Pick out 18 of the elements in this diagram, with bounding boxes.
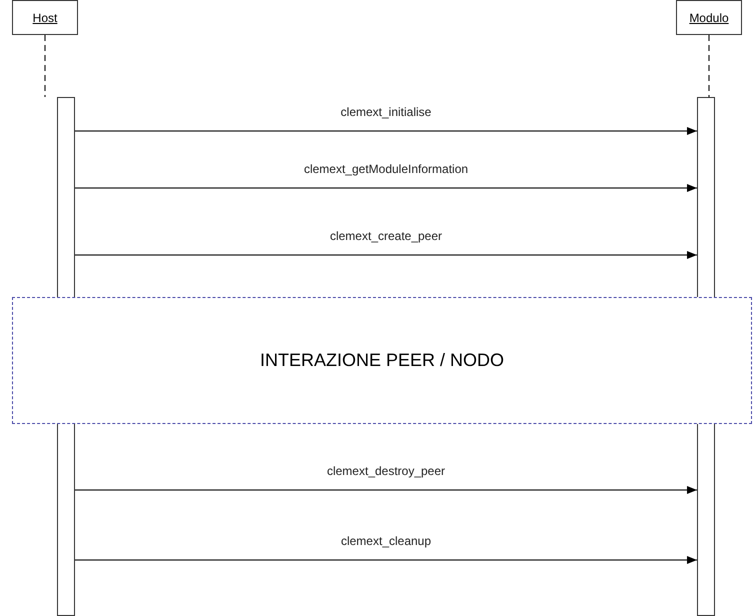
message-arrow <box>74 556 698 564</box>
message-arrow <box>74 251 698 259</box>
participant-box <box>676 0 742 35</box>
message-label: clemext_create_peer <box>328 229 444 243</box>
message-label: clemext_getModuleInformation <box>302 162 470 176</box>
message-arrow <box>74 127 698 135</box>
interaction-fragment-box <box>12 297 752 424</box>
participant-box <box>12 0 78 35</box>
message-label: clemext_destroy_peer <box>324 464 448 478</box>
message-label: clemext_initialise <box>338 105 434 119</box>
message-arrow <box>74 184 698 192</box>
fragment-title: INTERAZIONE PEER / NODO <box>260 350 504 371</box>
lifeline <box>708 34 710 98</box>
message-arrow <box>74 486 698 494</box>
participant-name: Modulo <box>689 10 729 24</box>
message-label: clemext_cleanup <box>338 534 434 548</box>
lifeline <box>44 34 46 98</box>
participant-name: Host <box>32 10 58 24</box>
